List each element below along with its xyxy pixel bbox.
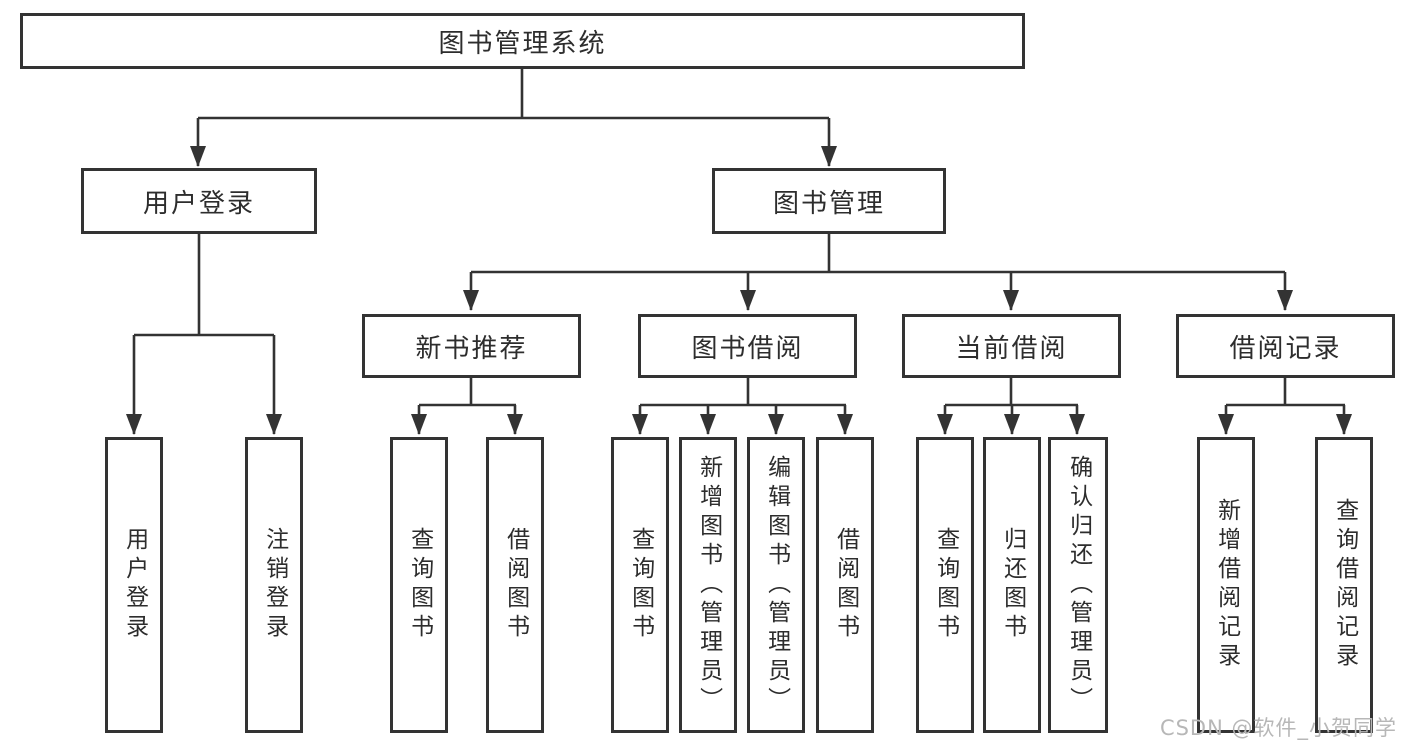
leaf-query-borrow-record: 查询借阅记录 (1315, 437, 1373, 733)
leaf-query-books-borrow: 查询图书 (611, 437, 669, 733)
node-current-borrow: 当前借阅 (902, 314, 1121, 378)
node-new-book-recommend: 新书推荐 (362, 314, 581, 378)
leaf-borrow-books-borrow: 借阅图书 (816, 437, 874, 733)
leaf-borrow-books-recommend: 借阅图书 (486, 437, 544, 733)
leaf-new-borrow-record: 新增借阅记录 (1197, 437, 1255, 733)
leaf-logout: 注销登录 (245, 437, 303, 733)
node-root: 图书管理系统 (20, 13, 1025, 69)
leaf-edit-book-admin: 编辑图书（管理员） (747, 437, 805, 733)
node-borrow-records: 借阅记录 (1176, 314, 1395, 378)
leaf-user-login: 用户登录 (105, 437, 163, 733)
csdn-watermark: CSDN @软件_小贺同学 (1159, 716, 1397, 740)
leaf-return-book: 归还图书 (983, 437, 1041, 733)
leaf-query-books-current: 查询图书 (916, 437, 974, 733)
leaf-confirm-return-admin: 确认归还（管理员） (1048, 437, 1108, 733)
leaf-add-book-admin: 新增图书（管理员） (679, 437, 737, 733)
node-book-management: 图书管理 (712, 168, 946, 234)
node-user-login: 用户登录 (81, 168, 317, 234)
leaf-query-books-recommend: 查询图书 (390, 437, 448, 733)
node-book-borrow: 图书借阅 (638, 314, 857, 378)
